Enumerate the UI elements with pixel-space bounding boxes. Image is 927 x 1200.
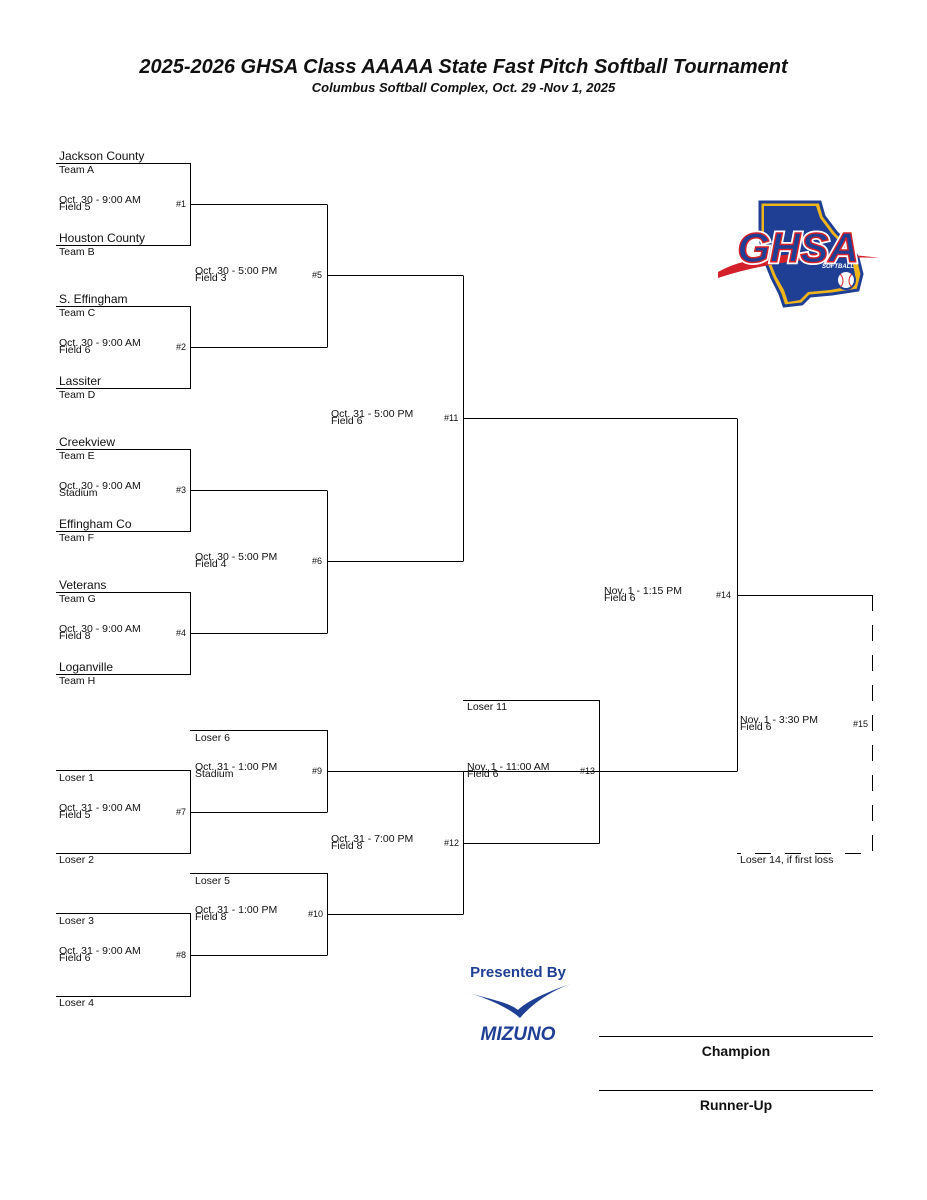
game-field: Field 8 xyxy=(59,630,91,642)
loser-label: Loser 5 xyxy=(195,875,231,887)
game-number: #8 xyxy=(176,950,187,960)
bracket-game-10 xyxy=(190,873,463,956)
game-time: Oct. 31 - 7:00 PM xyxy=(331,833,414,845)
game-time: Oct. 30 - 9:00 AM xyxy=(59,194,141,206)
game-number: #6 xyxy=(312,556,323,566)
team-seed: Team H xyxy=(59,675,96,687)
loser-label: Loser 3 xyxy=(59,915,95,927)
team-name: Veterans xyxy=(59,578,107,592)
game-number: #13 xyxy=(580,766,596,776)
game-field: Field 8 xyxy=(195,911,227,923)
game-time: Oct. 30 - 5:00 PM xyxy=(195,265,278,277)
game-number: #4 xyxy=(176,628,187,638)
loser-label: Loser 11 xyxy=(467,701,508,713)
ghsa-logo-graphic: GHSA GHSA SOFTBALL xyxy=(718,200,880,308)
team-seed: Team D xyxy=(59,389,96,401)
team-name: Houston County xyxy=(59,231,146,245)
bracket-game-3 xyxy=(56,449,327,532)
page-title: 2025-2026 GHSA Class AAAAA State Fast Pi… xyxy=(139,56,788,78)
bracket-game-1 xyxy=(56,163,327,246)
game-number: #2 xyxy=(176,342,187,352)
game-field: Field 6 xyxy=(740,721,772,733)
game-time: Oct. 30 - 9:00 AM xyxy=(59,480,141,492)
game-field: Field 5 xyxy=(59,201,91,213)
sponsor-logo: Presented By MIZUNO xyxy=(462,962,576,1046)
game-field: Field 6 xyxy=(604,592,636,604)
loser-label: Loser 14, if first loss xyxy=(740,854,834,866)
game-field: Field 6 xyxy=(59,344,91,356)
bracket-game-2 xyxy=(56,306,327,389)
game-field: Field 4 xyxy=(195,558,227,570)
game-number: #7 xyxy=(176,807,187,817)
loser-label: Loser 4 xyxy=(59,997,95,1009)
game-time: Oct. 31 - 5:00 PM xyxy=(331,408,414,420)
game-number: #10 xyxy=(308,909,324,919)
loser-label: Loser 6 xyxy=(195,732,231,744)
game-time: Oct. 31 - 1:00 PM xyxy=(195,761,278,773)
bracket-game-11 xyxy=(463,275,737,562)
game-time: Nov. 1 - 3:30 PM xyxy=(740,714,819,726)
game-time: Nov. 1 - 1:15 PM xyxy=(604,585,683,597)
game-field: Field 5 xyxy=(59,809,91,821)
game-time: Oct. 31 - 9:00 AM xyxy=(59,802,141,814)
game-time: Oct. 30 - 5:00 PM xyxy=(195,551,278,563)
presented-by-text: Presented By xyxy=(470,964,567,981)
team-name: Jackson County xyxy=(59,149,145,163)
team-seed: Team C xyxy=(59,307,96,319)
bracket-game-7 xyxy=(56,770,327,854)
mizuno-runbird-icon xyxy=(466,984,570,1018)
game-number: #5 xyxy=(312,270,323,280)
mizuno-logo-graphic: Presented By MIZUNO xyxy=(466,964,570,1045)
game-field: Stadium xyxy=(195,768,234,780)
game-number: #1 xyxy=(176,199,187,209)
ghsa-logo-text: GHSA xyxy=(737,224,858,271)
bracket-game-8 xyxy=(56,913,327,997)
game-field: Field 6 xyxy=(467,768,499,780)
game-field: Field 6 xyxy=(331,415,363,427)
team-seed: Team E xyxy=(59,450,95,462)
loser-label: Loser 1 xyxy=(59,772,95,784)
mizuno-wordmark: MIZUNO xyxy=(481,1024,556,1045)
game-field: Stadium xyxy=(59,487,98,499)
game-number: #15 xyxy=(853,719,869,729)
team-seed: Team A xyxy=(59,164,95,176)
game-number: #9 xyxy=(312,766,323,776)
bracket-game-5 xyxy=(327,204,463,348)
game-time: Nov. 1 - 11:00 AM xyxy=(467,761,550,773)
team-seed: Team F xyxy=(59,532,95,544)
ghsa-logo: GHSA GHSA SOFTBALL xyxy=(712,198,886,308)
game-number: #11 xyxy=(444,413,459,423)
bracket-game-13 xyxy=(463,700,737,844)
loser-label: Loser 2 xyxy=(59,854,95,866)
game-number: #3 xyxy=(176,485,187,495)
game-time: Oct. 30 - 9:00 AM xyxy=(59,337,141,349)
game-time: Oct. 31 - 9:00 AM xyxy=(59,945,141,957)
bracket-game-6 xyxy=(327,490,463,634)
team-name: Effingham Co xyxy=(59,517,132,531)
game-time: Oct. 30 - 9:00 AM xyxy=(59,623,141,635)
team-name: Creekview xyxy=(59,435,116,449)
team-seed: Team G xyxy=(59,593,96,605)
bracket-game-14 xyxy=(737,418,873,772)
game-time: Oct. 31 - 1:00 PM xyxy=(195,904,278,916)
team-seed: Team B xyxy=(59,246,95,258)
bracket-game-4 xyxy=(56,592,327,675)
champion-label: Champion xyxy=(701,1043,771,1059)
page-subtitle: Columbus Softball Complex, Oct. 29 -Nov … xyxy=(311,80,616,95)
team-name: Loganville xyxy=(59,660,114,674)
game-field: Field 6 xyxy=(59,952,91,964)
game-field: Field 8 xyxy=(331,840,363,852)
game-number: #12 xyxy=(444,838,460,848)
team-name: S. Effingham xyxy=(59,292,128,306)
game-field: Field 3 xyxy=(195,272,227,284)
ghsa-logo-sub: SOFTBALL xyxy=(822,264,854,270)
runner-up-label: Runner-Up xyxy=(699,1097,773,1113)
team-name: Lassiter xyxy=(59,374,102,388)
ghsa-logo-text-front: GHSA xyxy=(737,224,858,271)
game-number: #14 xyxy=(716,590,732,600)
